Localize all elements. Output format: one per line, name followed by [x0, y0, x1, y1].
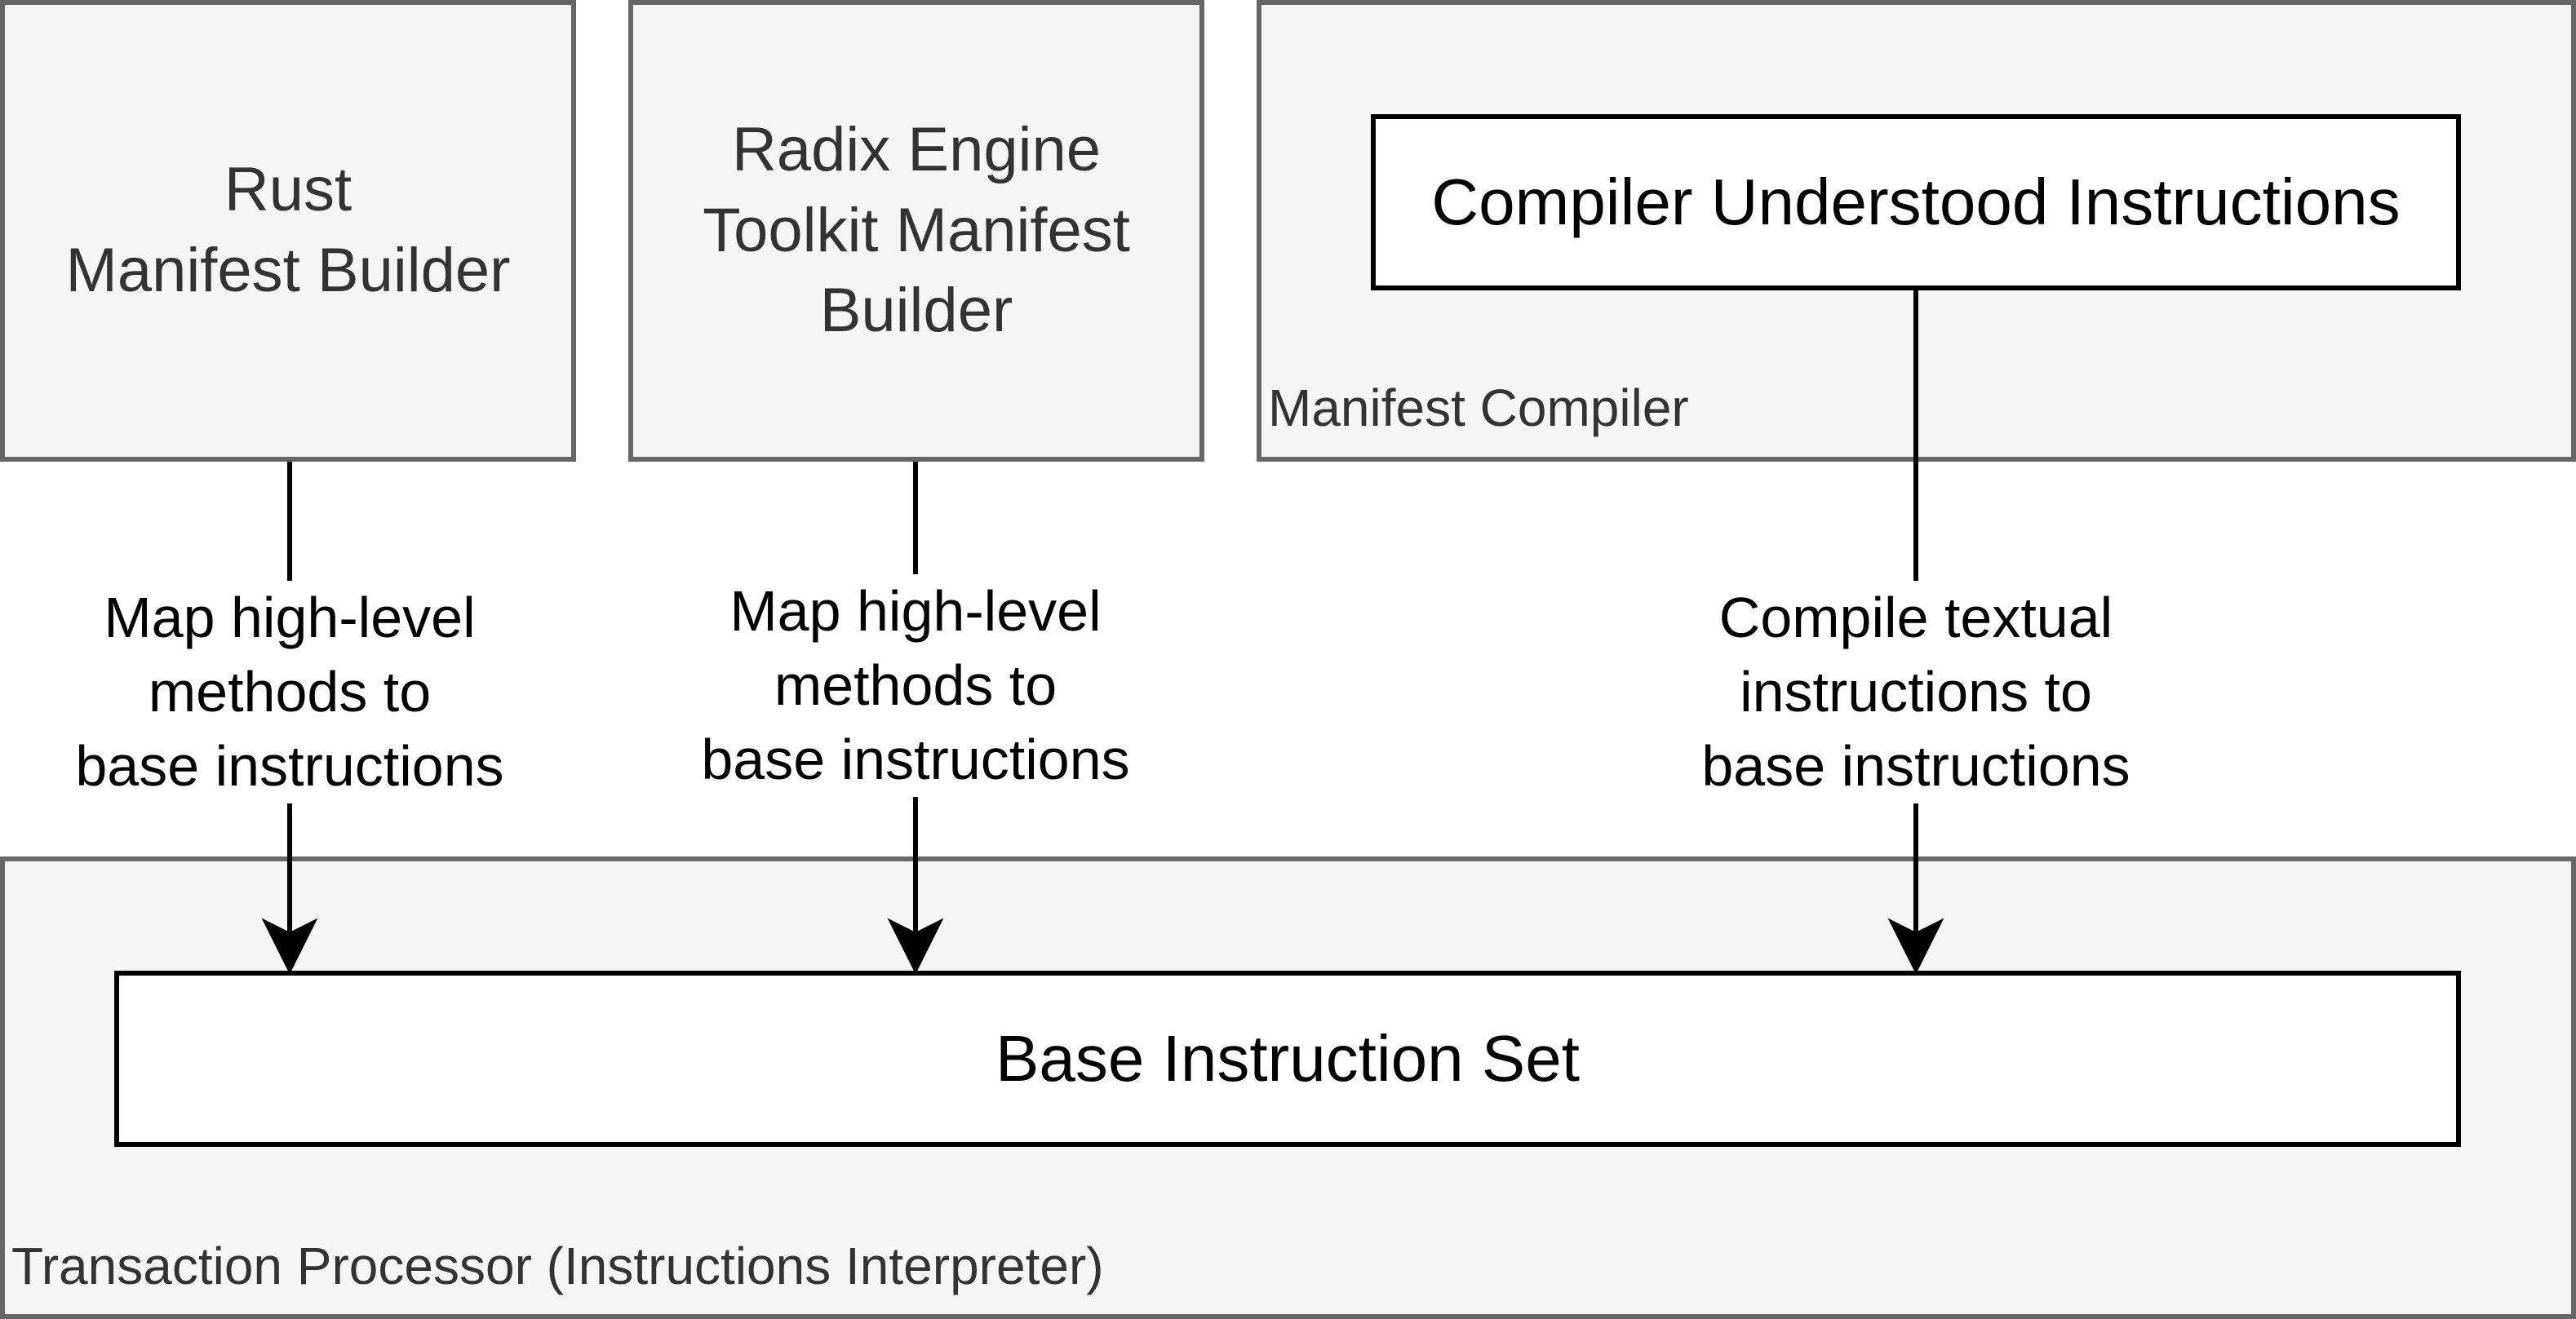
- ret-to-base-arrowhead: [887, 918, 944, 975]
- compiler-to-base-edge-label: Compile textual instructions to base ins…: [1663, 581, 2169, 803]
- transaction-processor-label: Transaction Processor (Instructions Inte…: [11, 1237, 1104, 1295]
- compiler-understood-instructions-label: Compiler Understood Instructions: [1431, 166, 2401, 238]
- ret-manifest-builder-box: Radix Engine Toolkit Manifest Builder: [628, 0, 1204, 462]
- ret-manifest-builder-label: Radix Engine Toolkit Manifest Builder: [703, 114, 1130, 346]
- rust-to-base-edge-label: Map high-level methods to base instructi…: [45, 581, 534, 803]
- compiler-understood-instructions-box: Compiler Understood Instructions: [1371, 114, 2461, 290]
- compiler-to-base-arrowhead: [1887, 918, 1944, 975]
- base-instruction-set-box: Base Instruction Set: [114, 971, 2461, 1147]
- base-instruction-set-label: Base Instruction Set: [995, 1022, 1580, 1095]
- rust-manifest-builder-box: Rust Manifest Builder: [0, 0, 576, 462]
- manifest-compiler-label: Manifest Compiler: [1268, 378, 1689, 437]
- rust-manifest-builder-label: Rust Manifest Builder: [65, 155, 511, 305]
- rust-to-base-arrowhead: [261, 918, 318, 975]
- ret-to-base-edge-label: Map high-level methods to base instructi…: [671, 574, 1160, 797]
